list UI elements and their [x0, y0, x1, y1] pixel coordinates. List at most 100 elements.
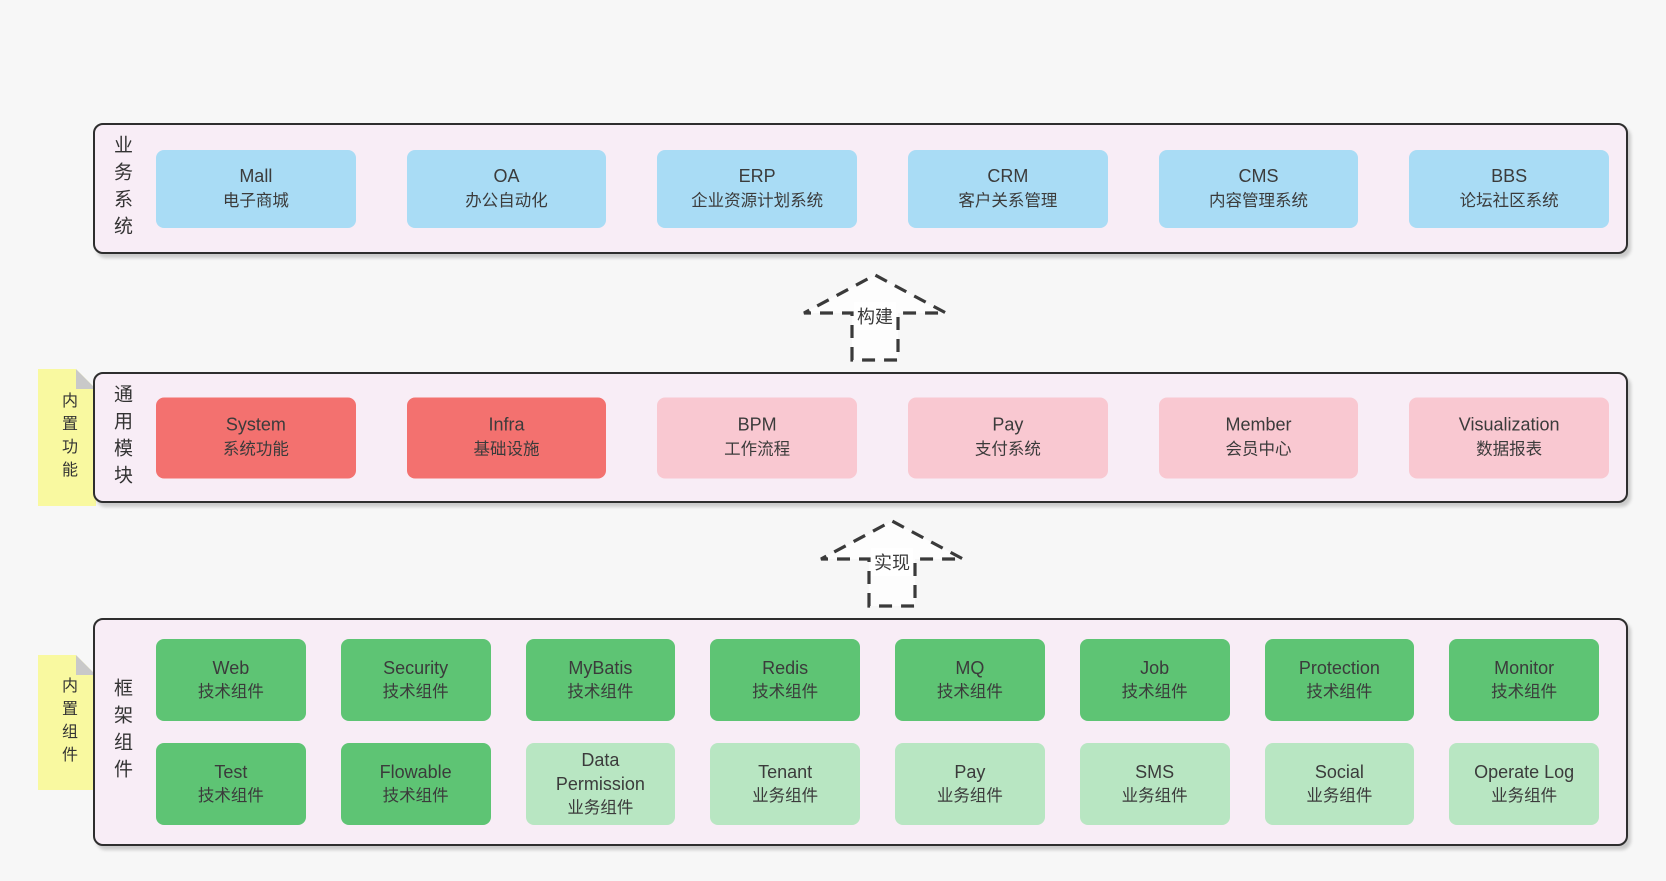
box-subtitle: 技术组件 [1491, 683, 1558, 701]
box-subtitle: 业务组件 [936, 787, 1003, 805]
box-monitor: Monitor 技术组件 [1449, 639, 1599, 721]
box-subtitle: 业务组件 [752, 787, 819, 805]
box-subtitle: 业务组件 [1306, 787, 1373, 805]
box-title: Redis [762, 658, 809, 678]
implement-arrow: 实现 [817, 518, 967, 608]
box-mq: MQ 技术组件 [895, 639, 1045, 721]
box-data-permission: Data Permission 业务组件 [525, 743, 676, 825]
box-title: System [225, 414, 286, 435]
box-title: Visualization [1458, 414, 1560, 435]
box-subtitle: 客户关系管理 [958, 191, 1058, 210]
box-crm: CRM 客户关系管理 [908, 149, 1108, 228]
box-subtitle: 业务组件 [567, 799, 634, 817]
box-pay: Pay 支付系统 [908, 397, 1108, 478]
box-title: BPM [737, 414, 777, 435]
box-sms: SMS 业务组件 [1079, 743, 1230, 825]
box-title: SMS [1135, 762, 1175, 782]
box-web: Web 技术组件 [156, 639, 306, 721]
box-infra: Infra 基础设施 [406, 397, 607, 478]
box-subtitle: 数据报表 [1476, 440, 1543, 459]
box-row: System 系统功能 Infra 基础设施 BPM 工作流程 Pay 支付系统… [156, 397, 1609, 478]
box-subtitle: 技术组件 [382, 683, 449, 701]
box-subtitle: 论坛社区系统 [1459, 191, 1559, 210]
box-bbs: BBS 论坛社区系统 [1409, 149, 1609, 228]
panel-label: 框架组件 [111, 678, 132, 786]
box-bpm: BPM 工作流程 [657, 397, 857, 478]
box-title: CRM [987, 165, 1029, 186]
build-arrow: 构建 [800, 272, 950, 362]
box-operate-log: Operate Log 业务组件 [1449, 743, 1599, 825]
business-systems-panel: 业务系统 Mall 电子商城 OA 办公自动化 ERP 企业资源计划系统 CRM… [93, 123, 1628, 254]
box-erp: ERP 企业资源计划系统 [657, 149, 857, 228]
box-title: Web [212, 658, 250, 678]
box-title: Test [214, 762, 248, 782]
box-title: ERP [738, 165, 776, 186]
box-title: Infra [488, 414, 525, 435]
box-title: CMS [1238, 165, 1279, 186]
box-test: Test 技术组件 [156, 743, 306, 825]
box-rows: Web 技术组件 Security 技术组件 MyBatis 技术组件 Redi… [156, 639, 1599, 825]
box-title: OA [493, 165, 520, 186]
box-title: Member [1225, 414, 1292, 435]
box-subtitle: 基础设施 [473, 440, 540, 459]
panel-label: 通用模块 [111, 383, 132, 492]
box-subtitle: 支付系统 [974, 440, 1041, 459]
box-social: Social 业务组件 [1264, 743, 1415, 825]
box-cms: CMS 内容管理系统 [1158, 149, 1359, 228]
box-title: Monitor [1494, 658, 1555, 678]
box-title: Social [1314, 762, 1364, 782]
box-subtitle: 业务组件 [1491, 787, 1558, 805]
box-member: Member 会员中心 [1158, 397, 1359, 478]
box-title: Protection [1298, 658, 1380, 678]
box-subtitle: 系统功能 [222, 440, 289, 459]
box-tenant: Tenant 业务组件 [710, 743, 860, 825]
box-system: System 系统功能 [156, 397, 356, 478]
box-title: Pay [954, 762, 986, 782]
box-title: MyBatis [568, 658, 633, 678]
box-title: Data Permission [555, 750, 645, 794]
box-pay-component: Pay 业务组件 [895, 743, 1045, 825]
panel-label: 业务系统 [111, 134, 132, 243]
box-row: Web 技术组件 Security 技术组件 MyBatis 技术组件 Redi… [156, 639, 1599, 721]
box-subtitle: 会员中心 [1225, 440, 1292, 459]
box-mall: Mall 电子商城 [156, 149, 356, 228]
sticky-note-builtin-components: 内置组件 [38, 655, 96, 790]
box-title: Tenant [758, 762, 813, 782]
box-subtitle: 企业资源计划系统 [691, 191, 824, 210]
common-modules-panel: 通用模块 System 系统功能 Infra 基础设施 BPM 工作流程 Pay… [93, 372, 1628, 503]
box-subtitle: 技术组件 [752, 683, 819, 701]
box-subtitle: 技术组件 [1306, 683, 1373, 701]
box-subtitle: 技术组件 [382, 787, 449, 805]
sticky-label: 内置组件 [59, 676, 76, 769]
box-protection: Protection 技术组件 [1264, 639, 1415, 721]
box-oa: OA 办公自动化 [406, 149, 607, 228]
sticky-note-builtin-features: 内置功能 [38, 369, 96, 506]
box-title: Flowable [379, 762, 452, 782]
box-title: MQ [955, 658, 985, 678]
box-subtitle: 技术组件 [567, 683, 634, 701]
box-subtitle: 技术组件 [197, 683, 264, 701]
box-title: Security [383, 658, 449, 678]
box-title: Operate Log [1474, 762, 1575, 782]
arrow-label: 实现 [871, 548, 913, 576]
box-row: Mall 电子商城 OA 办公自动化 ERP 企业资源计划系统 CRM 客户关系… [156, 149, 1609, 228]
box-job: Job 技术组件 [1079, 639, 1230, 721]
box-subtitle: 电子商城 [222, 191, 289, 210]
box-mybatis: MyBatis 技术组件 [525, 639, 676, 721]
box-title: BBS [1491, 165, 1528, 186]
box-redis: Redis 技术组件 [710, 639, 860, 721]
arrow-label: 构建 [854, 302, 896, 330]
box-row: Test 技术组件 Flowable 技术组件 Data Permission … [156, 743, 1599, 825]
box-subtitle: 内容管理系统 [1208, 191, 1308, 210]
box-subtitle: 办公自动化 [465, 191, 548, 210]
box-flowable: Flowable 技术组件 [340, 743, 491, 825]
box-title: Mall [239, 165, 273, 186]
box-subtitle: 工作流程 [724, 440, 791, 459]
box-subtitle: 技术组件 [1121, 683, 1188, 701]
box-title: Pay [992, 414, 1024, 435]
box-subtitle: 业务组件 [1121, 787, 1188, 805]
box-subtitle: 技术组件 [197, 787, 264, 805]
box-subtitle: 技术组件 [936, 683, 1003, 701]
box-title: Job [1140, 658, 1170, 678]
